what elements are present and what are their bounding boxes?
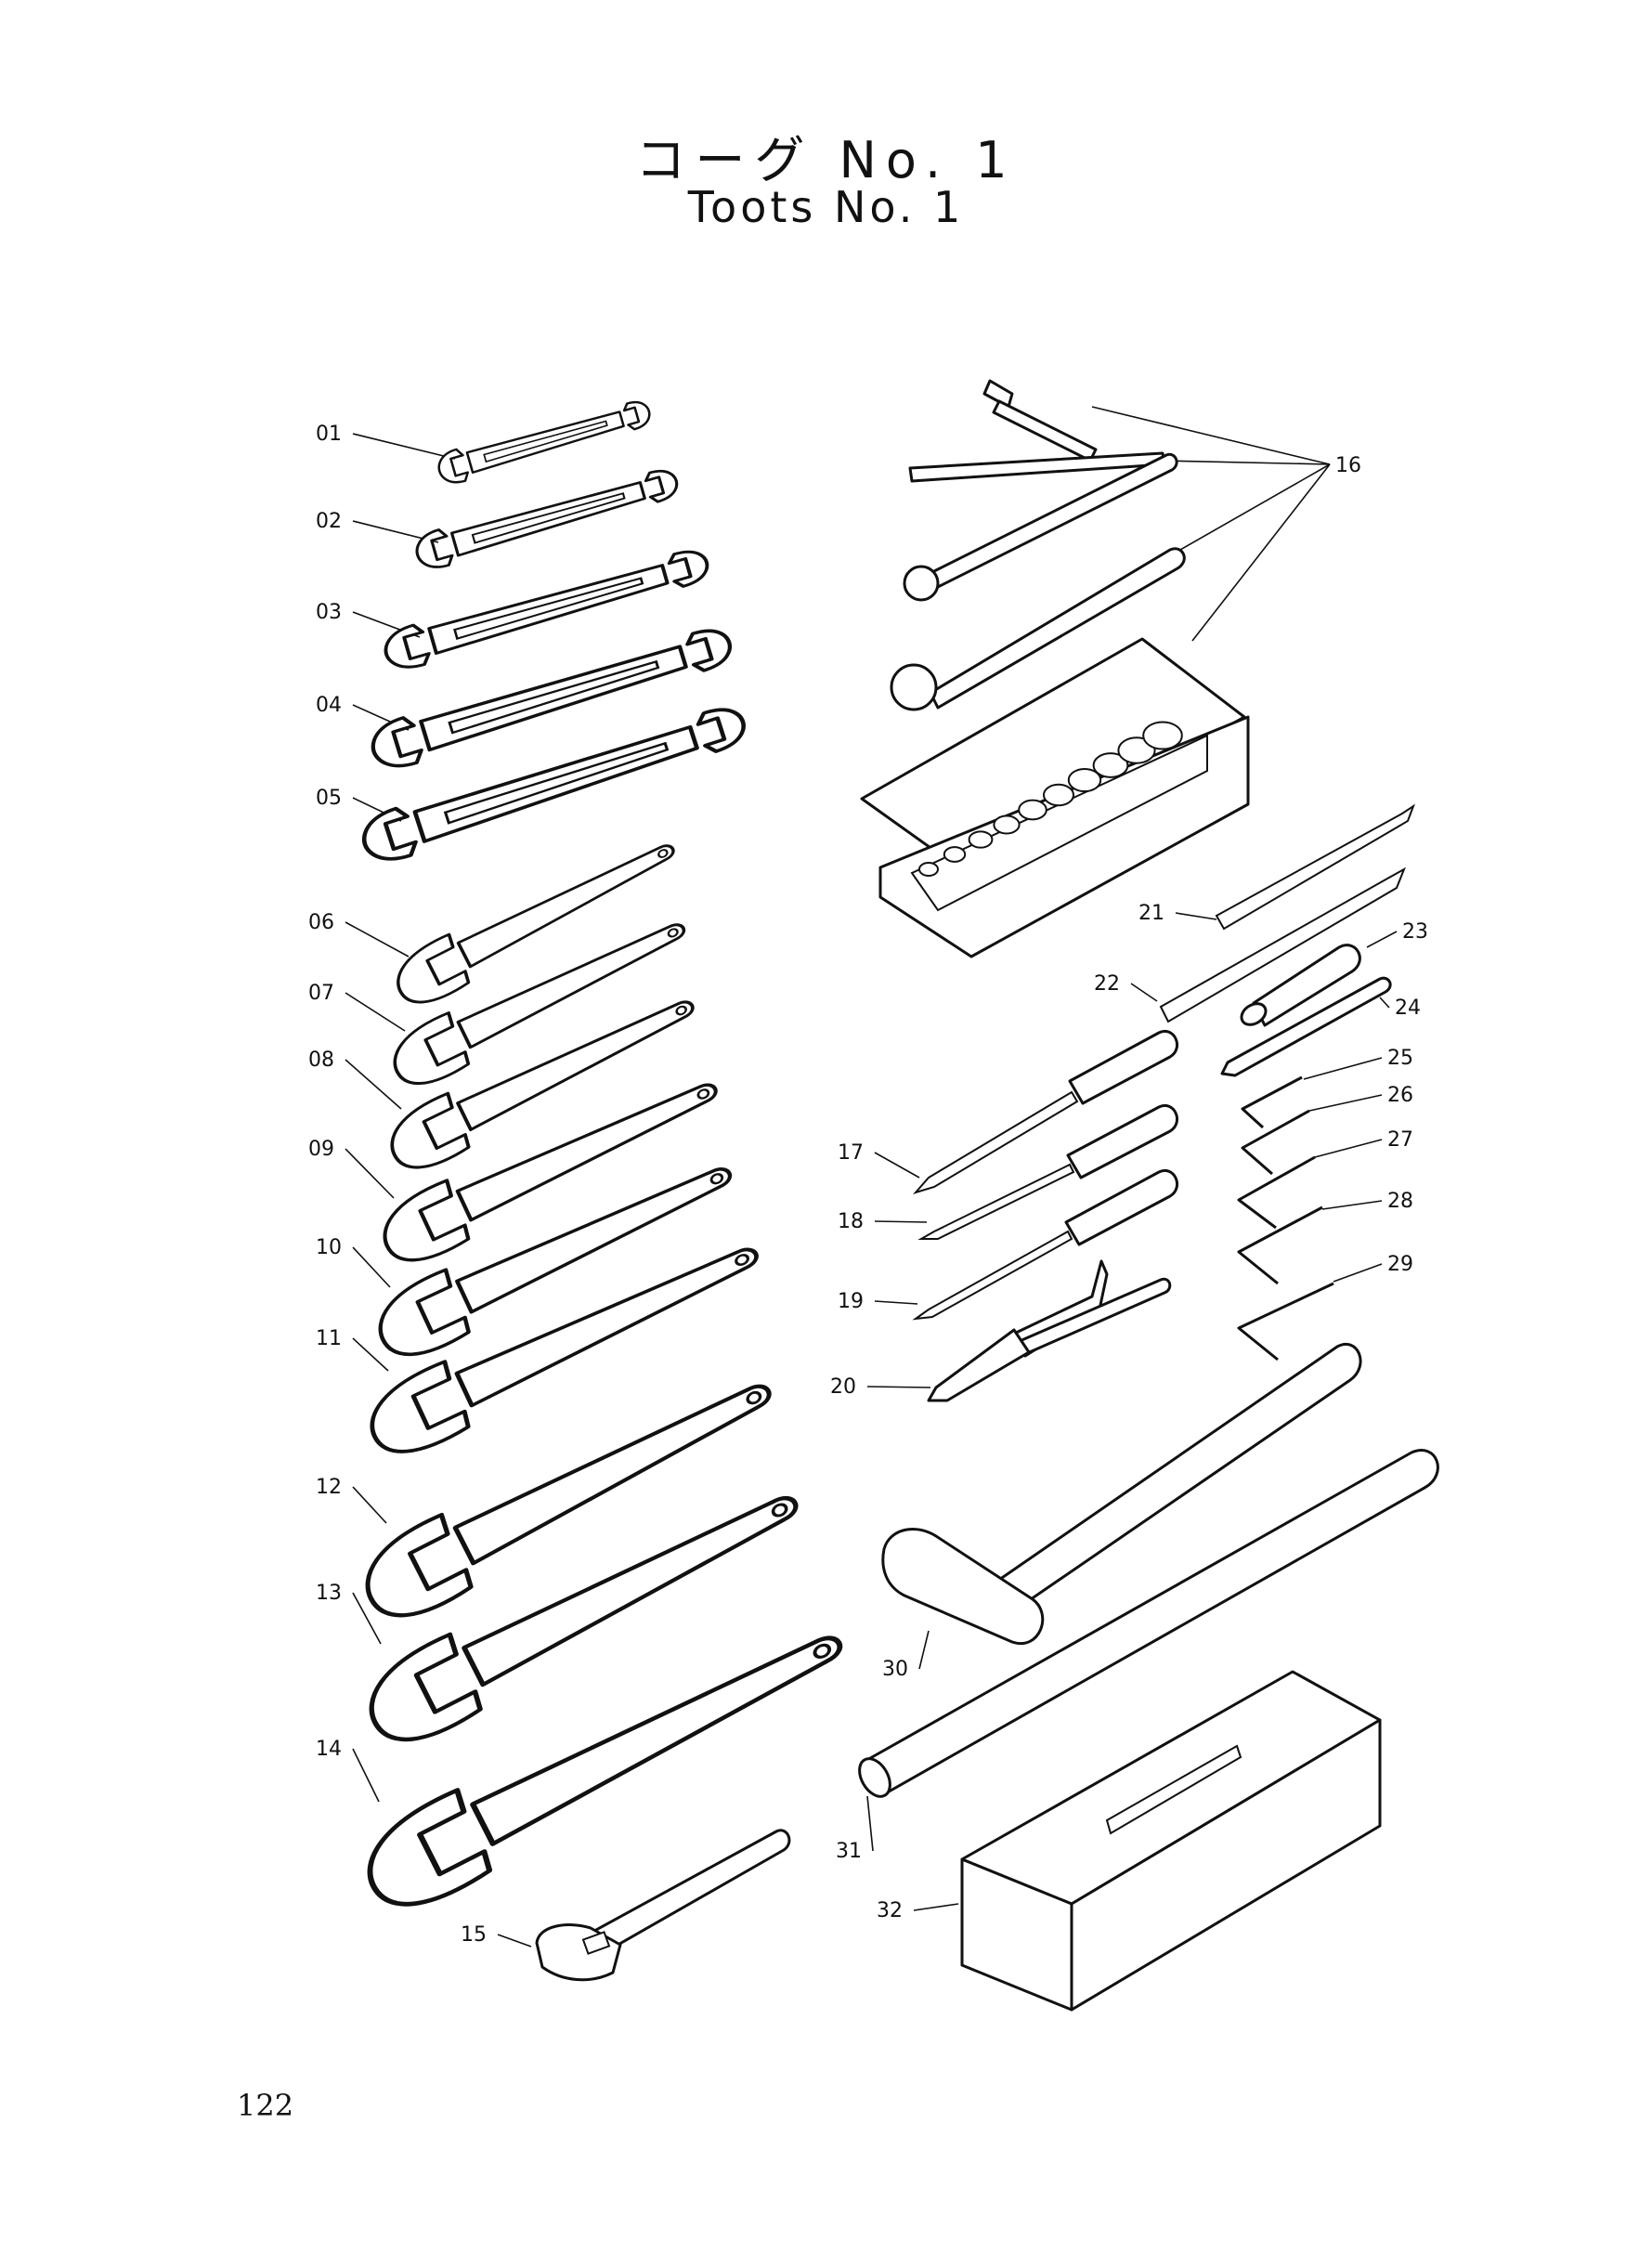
- callout-label-12: 12: [316, 1476, 342, 1499]
- callout-label-02: 02: [316, 510, 342, 533]
- callout-label-29: 29: [1387, 1253, 1413, 1276]
- page-number: 122: [237, 2088, 294, 2123]
- chisel-24: [1220, 976, 1392, 1077]
- callout-label-03: 03: [316, 601, 342, 624]
- leader-line-15: [497, 1934, 532, 1948]
- pliers-20: [927, 1259, 1172, 1402]
- leader-line-01: [352, 433, 456, 460]
- leader-line-23: [1366, 931, 1398, 948]
- hex-key-28: [1237, 1205, 1323, 1285]
- page-title-japanese: コーグ No. 1: [635, 131, 1017, 189]
- callout-label-26: 26: [1387, 1084, 1413, 1107]
- socket-1: [918, 862, 939, 877]
- toolbox-32: [960, 1670, 1382, 2012]
- leader-line-19: [874, 1300, 918, 1305]
- leader-line-31: [866, 1795, 874, 1852]
- callout-label-09: 09: [308, 1138, 334, 1161]
- socket-3: [968, 830, 994, 849]
- callout-label-13: 13: [316, 1582, 342, 1605]
- hex-key-27: [1237, 1155, 1316, 1230]
- leader-line-30: [918, 1630, 930, 1670]
- callout-label-04: 04: [316, 694, 342, 717]
- callout-label-28: 28: [1387, 1190, 1413, 1213]
- callout-label-25: 25: [1387, 1047, 1413, 1070]
- socket-2: [943, 846, 967, 863]
- socket-8: [1092, 752, 1129, 778]
- file-22: [1159, 866, 1406, 1023]
- callout-label-11: 11: [316, 1327, 342, 1350]
- leader-line-16-4: [1191, 463, 1331, 642]
- socket-9: [1117, 736, 1156, 764]
- leader-line-18: [874, 1220, 928, 1223]
- callout-label-15: 15: [461, 1923, 487, 1947]
- screwdriver-17: [912, 1029, 1178, 1194]
- callout-label-05: 05: [316, 787, 342, 810]
- callout-label-14: 14: [316, 1738, 342, 1761]
- callout-label-18: 18: [838, 1210, 864, 1233]
- callout-label-17: 17: [838, 1141, 864, 1165]
- callout-label-08: 08: [308, 1049, 334, 1072]
- leader-line-22: [1130, 983, 1158, 1002]
- leader-line-25: [1303, 1057, 1383, 1080]
- callout-label-27: 27: [1387, 1128, 1413, 1152]
- callout-label-24: 24: [1395, 997, 1421, 1020]
- leader-line-32: [913, 1903, 959, 1911]
- leader-line-26: [1308, 1094, 1383, 1112]
- adjustable-wrench-15: [535, 1829, 791, 1982]
- socket-7: [1067, 767, 1102, 793]
- leader-line-21: [1175, 912, 1217, 920]
- leader-line-10: [352, 1246, 391, 1288]
- leader-line-07: [345, 992, 406, 1032]
- callout-label-06: 06: [308, 911, 334, 934]
- leader-line-09: [345, 1148, 395, 1199]
- hammer-30: [881, 1343, 1362, 1646]
- callout-label-30: 30: [882, 1658, 908, 1681]
- hex-key-26: [1241, 1109, 1310, 1176]
- hex-key-25: [1241, 1075, 1303, 1129]
- callout-label-01: 01: [316, 423, 342, 446]
- leader-line-16-3: [1173, 463, 1331, 554]
- screwdriver-18: [917, 1103, 1178, 1240]
- leader-line-16-1: [1091, 406, 1331, 465]
- callout-label-22: 22: [1094, 972, 1120, 996]
- wrench-06: [385, 824, 687, 1015]
- callout-label-32: 32: [877, 1899, 903, 1922]
- leader-line-06: [345, 921, 410, 958]
- hex-key-29: [1237, 1282, 1334, 1362]
- socket-10: [1142, 721, 1183, 750]
- wrench-12: [351, 1357, 787, 1632]
- leader-line-29: [1333, 1263, 1383, 1283]
- socket-5: [1018, 799, 1047, 821]
- leader-line-20: [866, 1386, 931, 1388]
- leader-line-12: [352, 1486, 387, 1524]
- callout-label-31: 31: [836, 1840, 862, 1863]
- leader-line-08: [345, 1059, 402, 1110]
- page-title-english: Toots No. 1: [687, 182, 965, 232]
- leader-line-13: [352, 1592, 382, 1645]
- pipe-31: [858, 1449, 1439, 1798]
- leader-line-27: [1314, 1139, 1383, 1158]
- socket-4: [993, 814, 1021, 835]
- leader-line-24: [1379, 997, 1390, 1009]
- callout-label-07: 07: [308, 982, 334, 1005]
- wrench-01: [434, 394, 655, 489]
- callout-label-16: 16: [1335, 454, 1361, 477]
- callout-label-21: 21: [1138, 902, 1164, 925]
- file-handle-23: [1240, 944, 1361, 1027]
- wrench-05: [358, 698, 750, 867]
- socket-6: [1043, 783, 1074, 807]
- callout-label-23: 23: [1402, 920, 1428, 944]
- screwdriver-19: [912, 1168, 1178, 1321]
- leader-line-17: [874, 1152, 920, 1179]
- leader-line-14: [352, 1748, 380, 1803]
- leader-line-11: [352, 1337, 389, 1372]
- callout-label-20: 20: [830, 1375, 856, 1399]
- callout-label-10: 10: [316, 1236, 342, 1259]
- socket-set-16: [860, 379, 1250, 958]
- leader-line-28: [1321, 1200, 1383, 1210]
- leader-line-16-2: [1162, 460, 1331, 465]
- callout-label-19: 19: [838, 1290, 864, 1313]
- file-21: [1215, 803, 1416, 931]
